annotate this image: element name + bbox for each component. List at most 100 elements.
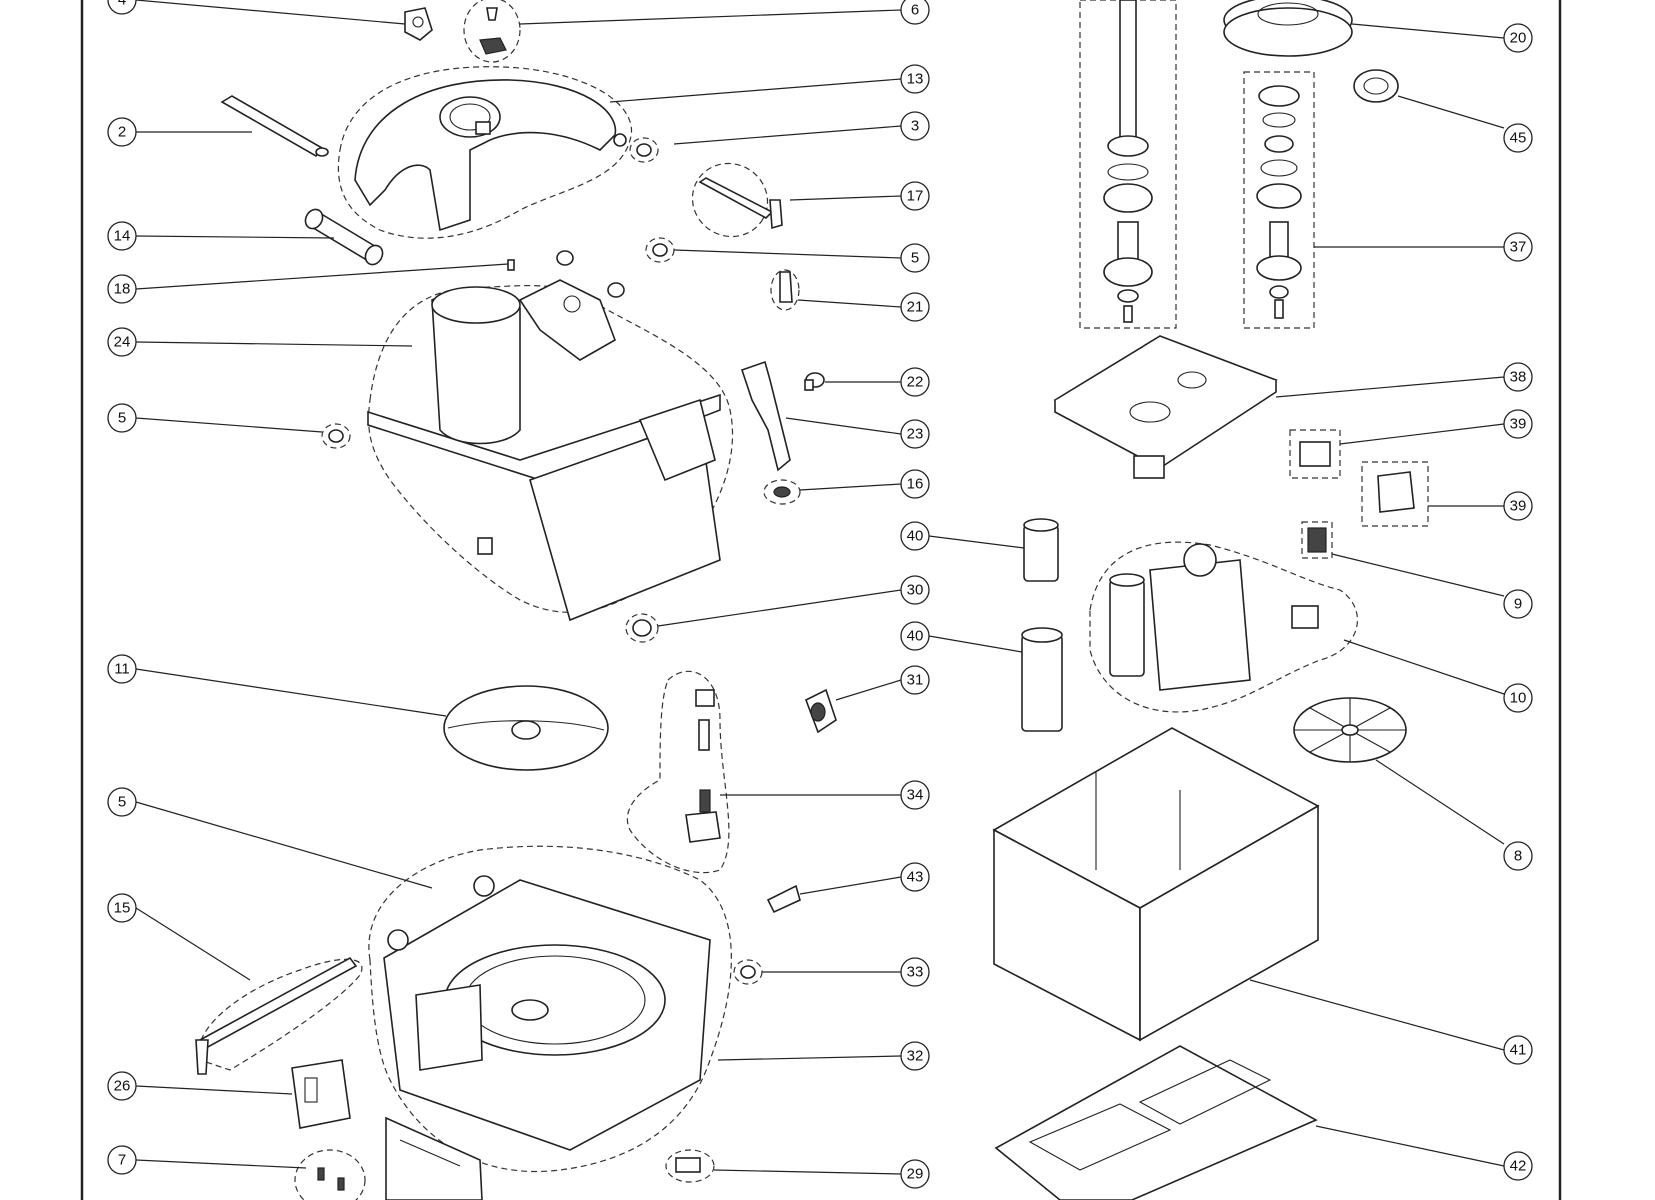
callout-33: 33 (900, 957, 930, 987)
leader-7 (135, 1159, 307, 1169)
callout-18: 18 (107, 274, 137, 304)
part-29-fitting (665, 1149, 715, 1183)
leader-4 (135, 0, 406, 25)
part-15-lever-arm (195, 956, 363, 1075)
svg-text:17: 17 (907, 188, 924, 205)
leader-21 (797, 299, 902, 308)
callout-6: 6 (900, 0, 930, 25)
svg-text:7: 7 (118, 1152, 126, 1169)
part-45-seal-ring (1353, 69, 1399, 103)
part-2-rod (220, 95, 329, 158)
part-14-roller (304, 208, 384, 266)
svg-text:33: 33 (907, 964, 924, 981)
part-7-screws (294, 1149, 366, 1200)
leader-14 (135, 235, 335, 239)
leader-40a (928, 535, 1025, 549)
leader-29 (713, 1169, 902, 1175)
callout-39b: 39 (1503, 491, 1533, 521)
part-43-bracket (766, 884, 801, 914)
part-34-switch-assembly (626, 670, 730, 874)
callout-32: 32 (900, 1041, 930, 1071)
svg-text:23: 23 (907, 426, 924, 443)
part-11-slicing-disc (443, 685, 609, 771)
callout-2: 2 (107, 117, 137, 147)
callout-14: 14 (107, 221, 137, 251)
part-38-mounting-plate (1053, 335, 1278, 479)
svg-text:32: 32 (907, 1048, 924, 1065)
svg-text:15: 15 (114, 900, 131, 917)
svg-text:10: 10 (1510, 690, 1527, 707)
leader-38 (1275, 376, 1505, 398)
leader-30 (657, 589, 902, 627)
part-30-cap (625, 613, 659, 643)
svg-text:4: 4 (118, 0, 126, 9)
callout-9: 9 (1503, 589, 1533, 619)
leader-43 (799, 876, 902, 895)
callout-41: 41 (1503, 1035, 1533, 1065)
svg-text:5: 5 (118, 410, 126, 427)
leader-3 (673, 125, 902, 145)
callout-37: 37 (1503, 232, 1533, 262)
svg-text:42: 42 (1510, 1158, 1527, 1175)
callout-8: 8 (1503, 841, 1533, 871)
callout-30: 30 (900, 575, 930, 605)
callout-38: 38 (1503, 362, 1533, 392)
part-16-spring (763, 479, 801, 505)
callout-13: 13 (900, 64, 930, 94)
leader-16 (799, 483, 902, 491)
svg-text:5: 5 (118, 794, 126, 811)
callout-15: 15 (107, 893, 137, 923)
part-9-coil (1301, 521, 1333, 559)
leader-18 (135, 263, 509, 290)
callout-5b: 5 (107, 403, 137, 433)
part-13-lid-arch (337, 66, 633, 239)
part-39-relay-a (1289, 429, 1341, 479)
svg-text:8: 8 (1514, 848, 1522, 865)
callout-29: 29 (900, 1159, 930, 1189)
leader-11 (135, 668, 447, 717)
callout-16: 16 (900, 469, 930, 499)
part-3-bushing (629, 137, 659, 163)
leader-10 (1343, 639, 1505, 695)
part-33-nut (733, 959, 763, 985)
callout-39a: 39 (1503, 409, 1533, 439)
callout-45: 45 (1503, 123, 1533, 153)
svg-text:29: 29 (907, 1166, 924, 1183)
leader-17 (789, 195, 902, 201)
part-18-pin (507, 259, 515, 271)
part-21-clip (770, 269, 800, 311)
leader-23 (785, 417, 902, 435)
callout-4: 4 (107, 0, 137, 15)
part-drive-shaft-assembly (1079, 0, 1177, 329)
svg-text:13: 13 (907, 71, 924, 88)
part-26-control-plate (291, 1059, 351, 1129)
svg-text:9: 9 (1514, 596, 1522, 613)
leader-41 (1249, 979, 1505, 1051)
callout-3: 3 (900, 111, 930, 141)
part-42-base-plate (994, 1045, 1318, 1200)
svg-text:45: 45 (1510, 130, 1527, 147)
part-6-screw-nut (463, 0, 521, 63)
part-8-fan (1293, 697, 1407, 763)
part-17-lever-pin (691, 162, 783, 238)
callout-40b: 40 (900, 621, 930, 651)
svg-text:14: 14 (114, 228, 131, 245)
part-circuit-board (385, 1116, 483, 1200)
svg-text:39: 39 (1510, 416, 1527, 433)
svg-text:38: 38 (1510, 369, 1527, 386)
svg-text:6: 6 (911, 2, 919, 19)
callout-21: 21 (900, 292, 930, 322)
part-39-relay-b (1361, 461, 1429, 527)
part-37-bearing-kit (1243, 71, 1315, 329)
callout-7: 7 (107, 1145, 137, 1175)
part-5-nut-b (321, 423, 351, 449)
leader-32 (717, 1055, 902, 1061)
part-20-pulley (1223, 0, 1353, 57)
leader-31 (835, 679, 902, 701)
leader-39a (1339, 423, 1505, 445)
svg-text:2: 2 (118, 124, 126, 141)
part-41-housing-box (992, 727, 1320, 1042)
callout-42: 42 (1503, 1151, 1533, 1181)
svg-text:5: 5 (911, 250, 919, 267)
svg-text:20: 20 (1510, 30, 1527, 47)
